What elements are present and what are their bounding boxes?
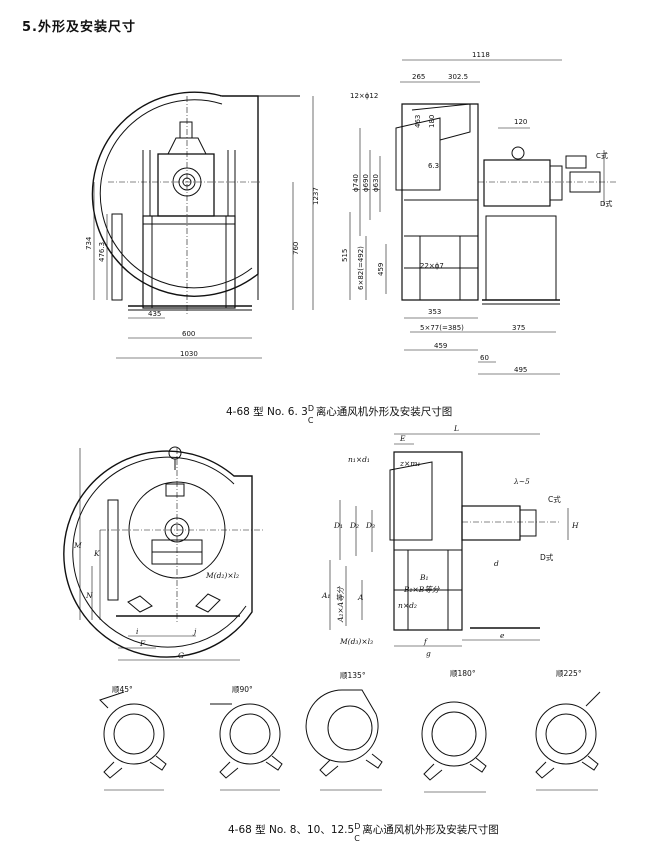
c-style-label-2: C式 [548,494,561,504]
label-B2: B₂×B等分 [403,585,441,594]
label-B1: B₁ [419,573,429,582]
figure2-caption-suffix: 离心通风机外形及安装尺寸图 [362,824,499,836]
label-i: i [136,627,139,636]
label-A1: A₁ [321,591,330,600]
dim-1030: 1030 [180,350,198,358]
fig1-dimension-labels: 1118 265 302.5 12×ϕ12 120 6.3 C式 D式 22×ϕ… [85,51,612,374]
dim-630: ϕ630 [372,174,380,192]
dim-120: 120 [514,118,527,126]
figure1-caption-prefix: 4-68 型 No. 6. 3 [226,406,308,418]
dim-302-5: 302.5 [448,73,468,81]
dim-60: 60 [480,354,489,362]
label-z1m1: z×m₁ [399,459,420,468]
dim-734: 734 [85,236,93,250]
dim-476-3: 476.3 [98,242,106,262]
label-A: A [357,593,364,602]
label-H: H [571,521,579,530]
fig2-front-view [63,446,264,661]
figure1-caption-sup-top: D [307,404,314,413]
label-D1: D₁ [333,521,343,530]
label-n1d1: n₁×d₁ [348,455,370,464]
figure1-caption-suffix: 离心通风机外形及安装尺寸图 [315,406,453,418]
label-Md2: M(d₂)×l₂ [205,571,239,580]
dim-375: 375 [512,324,525,332]
figure2-caption-sup-top: D [354,822,361,831]
dim-690: ϕ690 [362,174,370,192]
section-heading: 5.外形及安装尺寸 [22,20,136,35]
label-rot180: 顺180° [450,669,476,678]
label-G: G [178,651,184,660]
dim-265: 265 [412,73,425,81]
label-f: f [423,637,428,646]
d-style-label-2: D式 [540,552,554,562]
fig2-rotation-variants [99,689,601,793]
label-D3: D₃ [365,521,375,530]
dim-459h: 459 [434,342,447,350]
label-E: E [399,434,406,443]
label-rot90: 顺90° [232,685,253,694]
dim-495: 495 [514,366,527,374]
label-g: g [426,649,431,658]
dim-22x7: 22×ϕ7 [420,262,444,270]
dim-180: 180 [428,115,436,128]
label-rot225: 顺225° [556,669,582,678]
fig1-side-view [349,59,616,375]
dim-1237: 1237 [312,187,320,205]
fig1-front-view [91,91,314,359]
dim-435: 435 [148,310,161,318]
label-j: j [192,627,197,636]
dim-12x12: 12×ϕ12 [350,92,378,100]
dim-760: 760 [292,242,300,255]
label-A2: A₂×A等分 [336,585,345,623]
fig2-dimension-labels: E L n₁×d₁ z×m₁ λ~5 C式 D式 H d D₁ D₂ D₃ A₁… [73,424,582,694]
label-rot135: 顺135° [340,671,366,680]
fig2-side-view [329,433,569,647]
figure2-caption-sup-bottom: C [354,834,360,843]
label-K: K [93,549,100,558]
dim-6-3: 6.3 [428,162,439,170]
figure1-caption-sup-bottom: C [307,416,314,425]
label-rot45: 顺45° [112,685,133,694]
dim-463: 463 [414,115,422,128]
label-N: N [85,591,93,600]
dim-459v: 459 [377,263,385,276]
dim-515: 515 [341,249,349,262]
dim-1118: 1118 [472,51,490,59]
label-e: e [500,631,505,640]
dim-740: ϕ740 [352,174,360,192]
dim-600: 600 [182,330,195,338]
label-lambda: λ~5 [513,477,530,486]
dim-5x77: 5×77(=385) [420,324,464,332]
d-style-label: D式 [600,199,612,208]
label-n2d2: n×d₂ [398,601,417,610]
c-style-label: C式 [596,151,608,160]
dim-353: 353 [428,308,441,316]
dim-6x82: 6×82(=492) [357,246,365,290]
label-d: d [494,559,499,568]
label-F: F [139,639,146,648]
figure2-caption-prefix: 4-68 型 No. 8、10、12.5 [228,824,355,836]
label-Md3: M(d₃)×l₃ [339,637,373,646]
label-D2: D₂ [349,521,359,530]
label-L: L [453,424,459,433]
label-M: M [73,541,82,550]
